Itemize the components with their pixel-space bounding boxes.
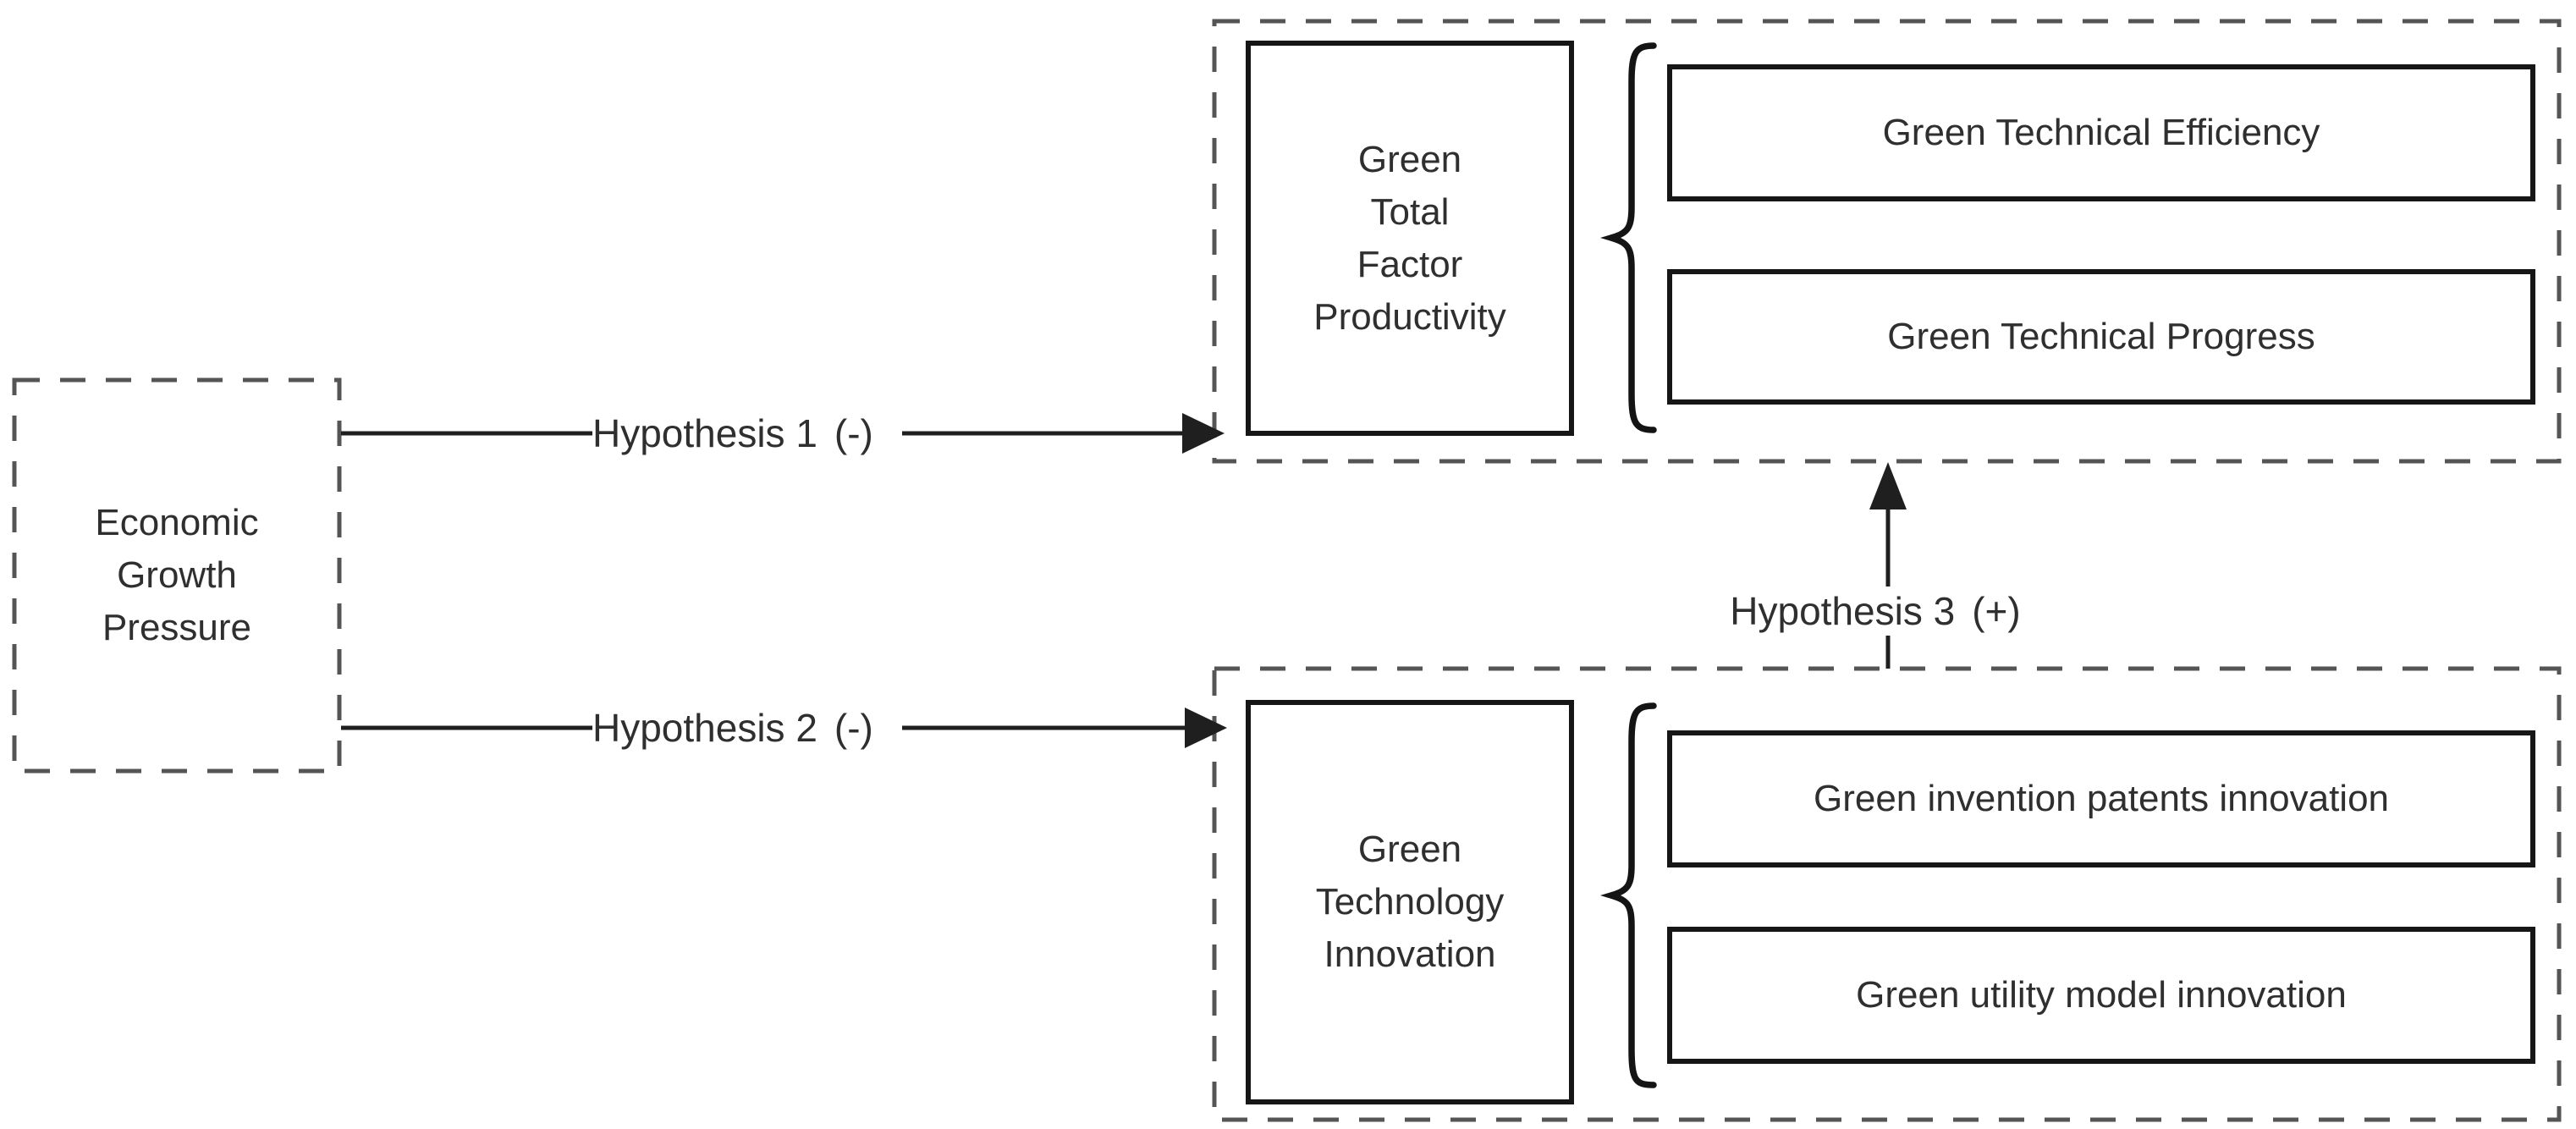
green-utility-model-innovation-label: Green utility model innovation (1856, 974, 2347, 1016)
hypothesis2-text: Hypothesis 2 (592, 706, 817, 750)
green-technical-efficiency-box: Green Technical Efficiency (1667, 64, 2535, 201)
gtfp-label: Productivity (1313, 295, 1506, 338)
hypothesis3-text: Hypothesis 3 (1730, 589, 1956, 633)
gti-group-outline (1212, 666, 2562, 1122)
green-technical-progress-box: Green Technical Progress (1667, 269, 2535, 405)
gti-label: Technology (1315, 881, 1505, 922)
green-invention-patents-innovation-box: Green invention patents innovation (1667, 730, 2535, 867)
economic-growth-pressure-label: Pressure (102, 607, 252, 648)
economic-growth-pressure-label: Growth (117, 554, 237, 596)
economic-growth-pressure-box: Economic Growth Pressure (19, 384, 335, 767)
hypothesis3-label: Hypothesis 3 (+) (1716, 587, 2034, 636)
gti-label: Green (1357, 829, 1462, 870)
economic-growth-pressure-outline (12, 377, 342, 774)
hypothesis2-label: Hypothesis 2 (-) (592, 705, 902, 751)
gtfp-label: Green (1357, 138, 1462, 180)
hypothesis2-sign: (-) (834, 706, 873, 750)
hypothesis1-label: Hypothesis 1 (-) (592, 410, 902, 456)
hypothesis1-arrowhead (1182, 413, 1225, 454)
gtfp-label: Total (1370, 190, 1450, 233)
green-technical-efficiency-label: Green Technical Efficiency (1882, 112, 2320, 153)
green-utility-model-innovation-box: Green utility model innovation (1667, 927, 2535, 1064)
green-technical-progress-label: Green Technical Progress (1887, 316, 2315, 357)
hypothesis1-text: Hypothesis 1 (592, 411, 817, 455)
economic-growth-pressure-label: Economic (95, 502, 259, 543)
hypothesis3-arrowhead (1869, 462, 1907, 509)
gtfp-label: Factor (1357, 243, 1463, 285)
green-technology-innovation-box: Green Technology Innovation (1246, 700, 1574, 1104)
hypothesis1-sign: (-) (834, 411, 873, 455)
green-total-factor-productivity-box: Green Total Factor Productivity (1246, 41, 1574, 436)
green-invention-patents-innovation-label: Green invention patents innovation (1813, 778, 2390, 819)
gti-label: Innovation (1324, 933, 1496, 975)
gti-brace (1599, 702, 1657, 1088)
hypothesis2-arrowhead (1185, 708, 1227, 748)
gtfp-group-outline (1212, 19, 2562, 464)
gtfp-brace (1599, 42, 1657, 433)
hypothesis3-sign: (+) (1972, 589, 2021, 633)
